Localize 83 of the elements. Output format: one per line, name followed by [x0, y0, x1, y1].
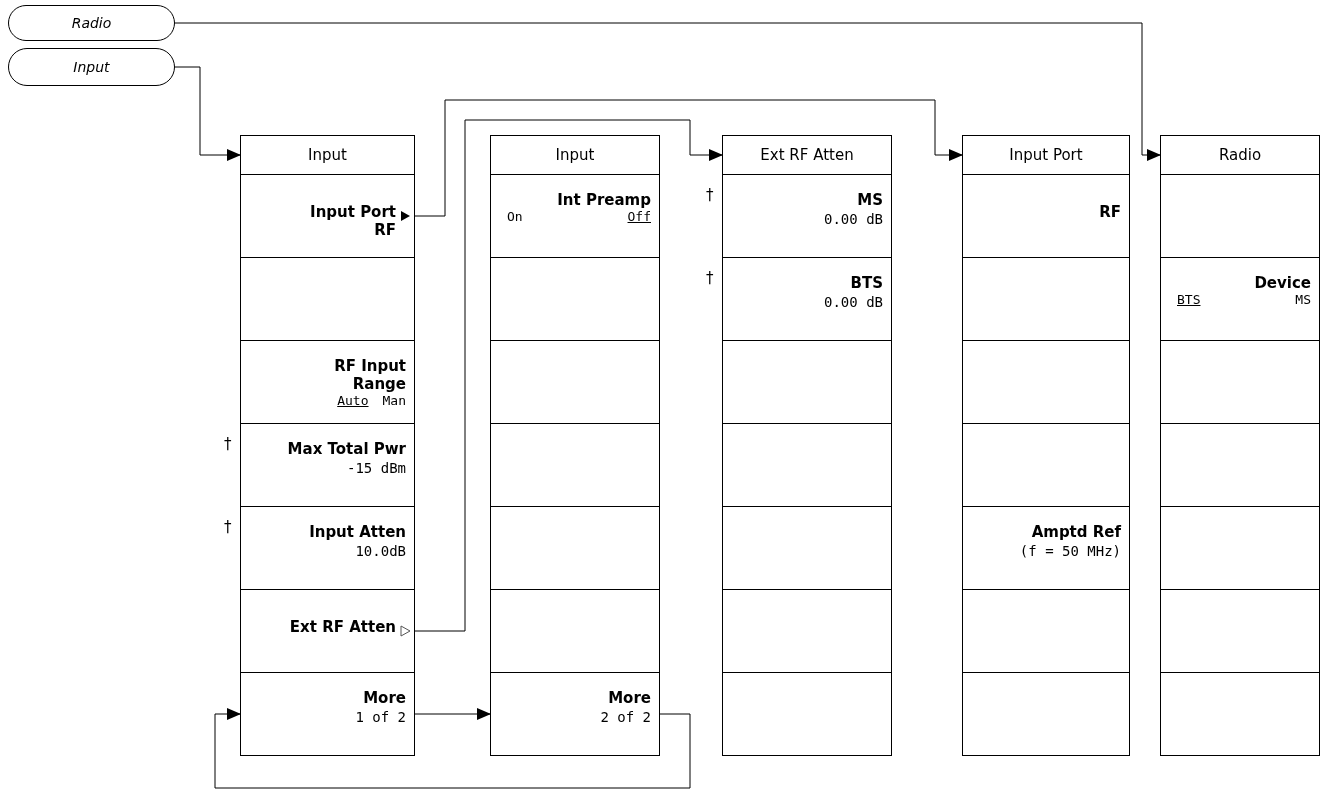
- arrow: [414, 119, 723, 632]
- softkey: [962, 340, 1130, 424]
- key-value: 1 of 2: [355, 709, 406, 725]
- footnote-mark: †: [706, 186, 714, 204]
- softkey: [962, 672, 1130, 756]
- softkey: [240, 174, 415, 258]
- key-label: More: [362, 689, 406, 707]
- softkey: [962, 257, 1130, 341]
- softkey: [240, 589, 415, 673]
- softkey: [490, 174, 660, 258]
- key-name: Radio: [71, 15, 112, 31]
- softkey: [490, 423, 660, 507]
- footnote-mark: †: [706, 269, 714, 287]
- softkey: [722, 257, 892, 341]
- softkey: [240, 340, 415, 424]
- softkey: [240, 423, 415, 507]
- key-value: 0.00 dB: [824, 211, 883, 227]
- arrow: [174, 66, 241, 161]
- softkey: [1160, 672, 1320, 756]
- option-text: MS: [1295, 292, 1311, 307]
- softkey: [962, 174, 1130, 258]
- softkey: [1160, 174, 1320, 258]
- softkey: [1160, 589, 1320, 673]
- softkey: [722, 423, 892, 507]
- key-label: Int Preamp: [556, 191, 651, 209]
- softkey: [962, 589, 1130, 673]
- menu-title: Radio: [1217, 146, 1263, 164]
- softkey: [1160, 257, 1320, 341]
- softkey: [490, 589, 660, 673]
- menu-title: Input Port: [1008, 146, 1084, 164]
- softkey: [1160, 340, 1320, 424]
- softkey: [962, 506, 1130, 590]
- option-text: BTS: [1177, 292, 1201, 307]
- footnote-mark: †: [224, 435, 232, 453]
- softkey: [722, 340, 892, 424]
- key-label: Input Port RF: [309, 203, 396, 239]
- softkey: [240, 257, 415, 341]
- key-label: Amptd Ref: [1030, 523, 1121, 541]
- key-value: 10.0dB: [355, 543, 406, 559]
- key-label: More: [607, 689, 651, 707]
- softkey: [240, 672, 415, 756]
- option-text: Man: [382, 393, 406, 408]
- menu-panel: [722, 135, 892, 756]
- arrow: [414, 99, 963, 217]
- key-label: MS: [856, 191, 883, 209]
- key-label: BTS: [849, 274, 883, 292]
- menu-panel: [1160, 135, 1320, 756]
- softkey: [1160, 423, 1320, 507]
- key-label: RF Input Range: [333, 357, 406, 393]
- menu-panel: [240, 135, 415, 756]
- footnote-mark: †: [224, 518, 232, 536]
- key-label: Input Atten: [309, 523, 406, 541]
- key-label: Ext RF Atten: [289, 618, 396, 636]
- key-value: -15 dBm: [347, 460, 406, 476]
- softkey: [722, 672, 892, 756]
- softkey: [490, 257, 660, 341]
- menu-title: Input: [554, 146, 596, 164]
- menu-panel: [962, 135, 1130, 756]
- softkey: [962, 423, 1130, 507]
- menu-panel: [490, 135, 660, 756]
- key-name: Input: [73, 59, 110, 75]
- key-value: 0.00 dB: [824, 294, 883, 310]
- softkey: [490, 340, 660, 424]
- key-value: (f = 50 MHz): [1019, 543, 1121, 559]
- arrow: [414, 708, 491, 720]
- key-label: Device: [1253, 274, 1311, 292]
- key-label: RF: [1099, 203, 1121, 221]
- key-label: Max Total Pwr: [287, 440, 406, 458]
- arrow: [214, 708, 691, 789]
- key-value: 2 of 2: [600, 709, 651, 725]
- softkey: [1160, 506, 1320, 590]
- softkey: [490, 672, 660, 756]
- softkey: [490, 506, 660, 590]
- softkey: [722, 506, 892, 590]
- menu-title: Input: [307, 146, 348, 164]
- softkey: [240, 506, 415, 590]
- arrow: [174, 22, 1161, 161]
- softkey: [722, 589, 892, 673]
- menu-title: Ext RF Atten: [759, 146, 855, 164]
- option-text: On: [507, 209, 523, 224]
- option-text: Off: [627, 209, 651, 224]
- option-text: Auto: [337, 393, 369, 408]
- softkey: [722, 174, 892, 258]
